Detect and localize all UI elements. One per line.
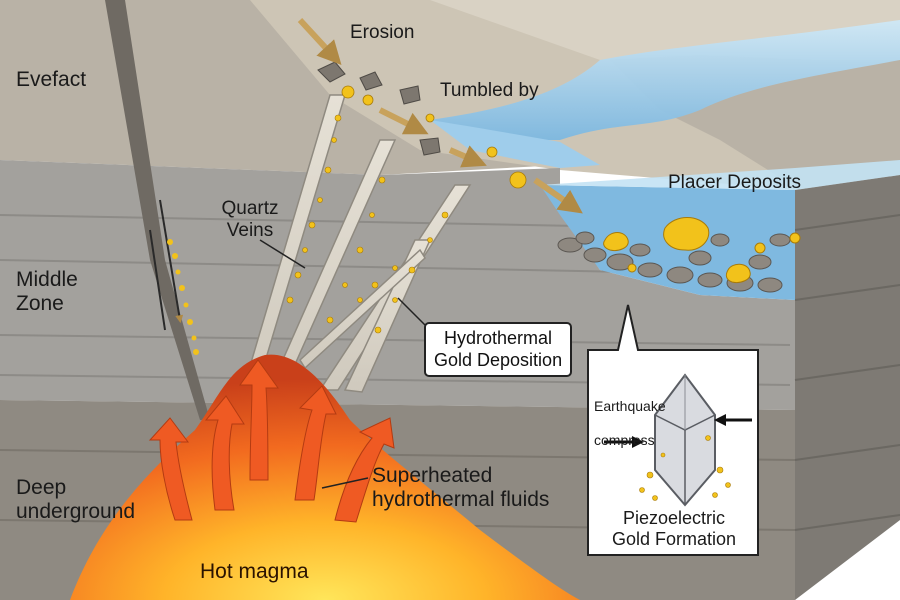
placer-gold-nuggets xyxy=(603,217,801,283)
piezo-inset xyxy=(587,304,759,556)
heat-arrows xyxy=(148,359,395,523)
magma-body xyxy=(70,354,580,600)
hilltop-surface xyxy=(250,0,800,190)
label-placer-deposits: Placer Deposits xyxy=(668,172,802,193)
label-tumbled-by: Tumbled by xyxy=(440,80,539,101)
label-earthquake: Earthquake xyxy=(594,398,666,414)
label-superheated-line1: Superheated xyxy=(372,464,493,487)
label-middle-zone-line2: Zone xyxy=(16,292,64,316)
crystal-icon xyxy=(654,373,716,507)
label-superheated: Superheated hydrothermal fluids xyxy=(372,464,549,512)
label-hot-magma: Hot magma xyxy=(200,560,309,583)
label-deep-line2: underground xyxy=(16,500,136,524)
hydrothermal-callout: Hydrothermal Gold Deposition xyxy=(424,322,573,378)
label-piezo: Piezoelectric Gold Formation xyxy=(600,508,748,549)
river xyxy=(430,20,900,140)
label-quartz-veins: Quartz Veins xyxy=(205,198,295,242)
label-hydrothermal-line2: Gold Deposition xyxy=(434,349,563,370)
heat-arrow-icon xyxy=(148,417,193,521)
label-middle-zone-line1: Middle xyxy=(16,268,78,291)
label-quartz-veins-line2: Veins xyxy=(226,219,274,241)
label-deep-line1: Deep xyxy=(16,476,67,499)
fault-gold-flecks xyxy=(167,239,199,355)
label-piezo-line1: Piezoelectric xyxy=(622,508,726,528)
label-compress: compress xyxy=(594,432,655,448)
label-erosion: Erosion xyxy=(350,22,415,43)
erosion-arrow-icon xyxy=(297,17,342,66)
erosion-arrows xyxy=(297,17,583,214)
label-deep-underground: Deep underground xyxy=(16,476,135,524)
block-side-face xyxy=(795,175,900,600)
fault-line xyxy=(105,0,210,420)
erosion-gold xyxy=(341,85,527,189)
label-evefact: Evefact xyxy=(16,68,87,91)
label-quartz-veins-line1: Quartz xyxy=(221,198,279,219)
label-superheated-line2: hydrothermal fluids xyxy=(372,488,550,512)
label-hydrothermal-line1: Hydrothermal xyxy=(444,328,553,348)
vein-gold-flecks xyxy=(286,114,449,334)
erosion-rocks xyxy=(317,61,441,156)
label-piezo-line2: Gold Formation xyxy=(611,528,737,549)
label-middle-zone: Middle Zone xyxy=(16,268,78,316)
